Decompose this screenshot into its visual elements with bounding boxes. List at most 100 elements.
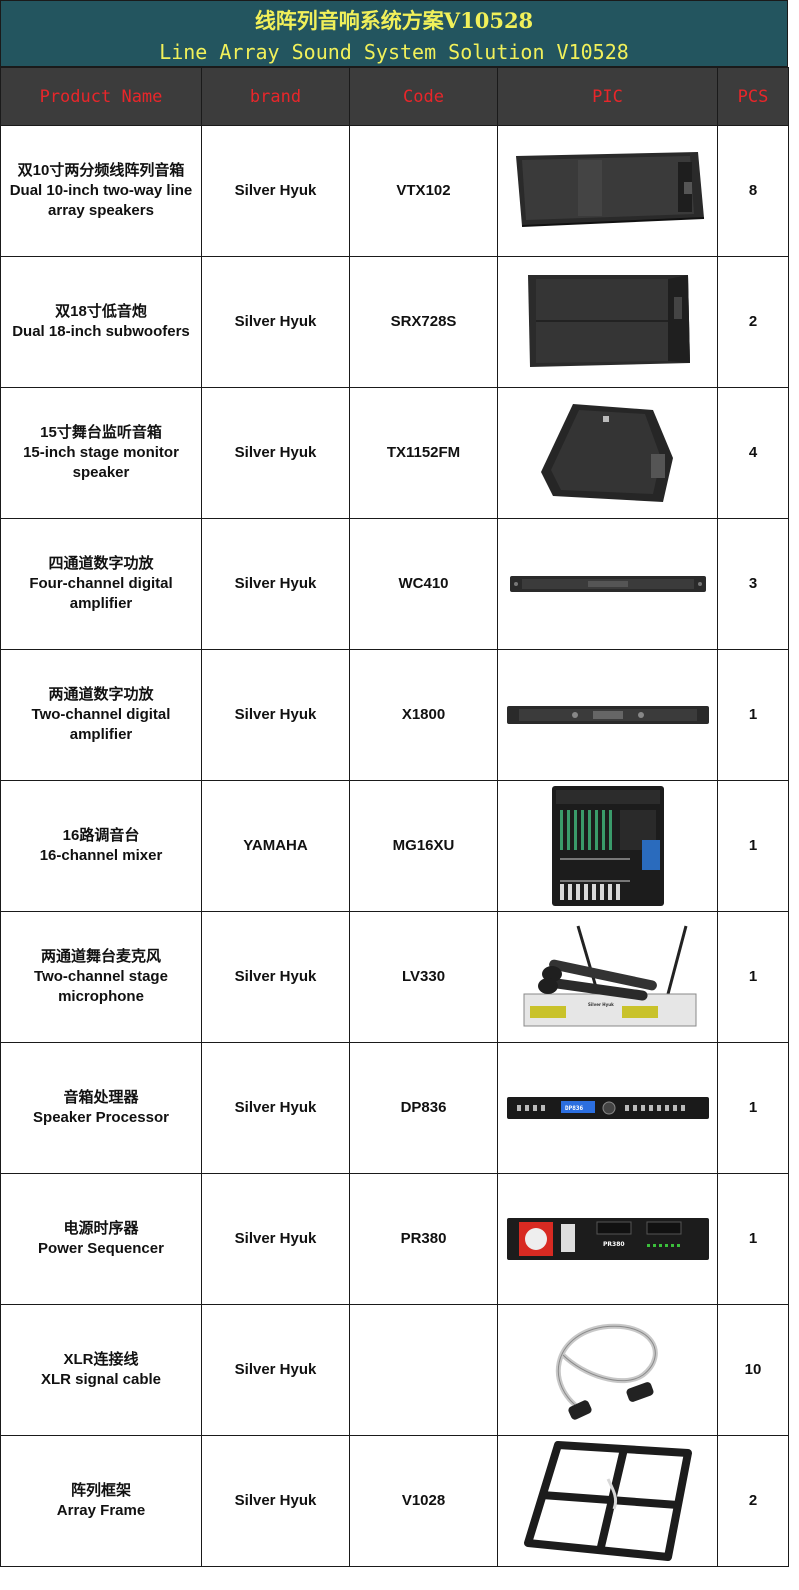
product-name-zh: 16路调音台 bbox=[62, 827, 140, 844]
product-name-zh: XLR连接线 bbox=[63, 1351, 139, 1368]
product-name-cell: 两通道数字功放 Two-channel digital amplifier bbox=[0, 649, 202, 781]
title-english: Line Array Sound System Solution V10528 bbox=[159, 40, 629, 64]
mixer-image bbox=[551, 786, 664, 906]
product-name-cell: XLR连接线 XLR signal cable bbox=[0, 1304, 202, 1436]
table-row: XLR连接线 XLR signal cable Silver Hyuk 10 bbox=[0, 1304, 789, 1436]
product-name-en: Two-channel digital amplifier bbox=[31, 706, 171, 743]
sequencer-label-text: PR380 bbox=[603, 1241, 625, 1248]
pcs-cell: 2 bbox=[717, 256, 789, 388]
product-name-en: Speaker Processor bbox=[33, 1109, 169, 1126]
product-name-en: Two-channel stage microphone bbox=[34, 968, 168, 1005]
title-chinese: 线阵列音响系统方案V10528 bbox=[254, 8, 534, 33]
header-row: Product Name brand Code PIC PCS bbox=[0, 67, 789, 126]
code-cell: TX1152FM bbox=[349, 387, 498, 519]
product-name-en: Dual 18-inch subwoofers bbox=[12, 323, 190, 340]
array-frame-image bbox=[523, 1441, 692, 1561]
brand-cell: Silver Hyuk bbox=[201, 911, 350, 1043]
code-cell: VTX102 bbox=[349, 125, 498, 257]
code-cell: DP836 bbox=[349, 1042, 498, 1174]
product-name-en: Four-channel digital amplifier bbox=[29, 575, 173, 612]
pcs-cell: 1 bbox=[717, 1042, 789, 1174]
product-name-zh: 音箱处理器 bbox=[63, 1089, 139, 1106]
product-name-zh: 两通道舞台麦克风 bbox=[40, 948, 161, 965]
pic-cell bbox=[497, 1435, 718, 1567]
brand-cell: Silver Hyuk bbox=[201, 1042, 350, 1174]
pic-cell bbox=[497, 125, 718, 257]
product-name-cell: 音箱处理器 Speaker Processor bbox=[0, 1042, 202, 1174]
amplifier-2ch-image bbox=[506, 706, 709, 724]
table-row: 双10寸两分频线阵列音箱 Dual 10-inch two-way line a… bbox=[0, 125, 789, 257]
product-name-zh: 阵列框架 bbox=[70, 1482, 131, 1499]
microphone-brand-text: Silver Hyuk bbox=[588, 1002, 614, 1007]
pcs-cell: 8 bbox=[717, 125, 789, 257]
brand-cell: Silver Hyuk bbox=[201, 1435, 350, 1567]
table-row: 两通道数字功放 Two-channel digital amplifier Si… bbox=[0, 649, 789, 781]
code-cell: LV330 bbox=[349, 911, 498, 1043]
product-name-zh: 电源时序器 bbox=[63, 1220, 139, 1237]
brand-cell: Silver Hyuk bbox=[201, 1173, 350, 1305]
brand-cell: Silver Hyuk bbox=[201, 518, 350, 650]
pic-cell bbox=[497, 256, 718, 388]
brand-cell: Silver Hyuk bbox=[201, 125, 350, 257]
code-cell: MG16XU bbox=[349, 780, 498, 912]
product-name-en: Dual 10-inch two-way line array speakers bbox=[9, 182, 193, 219]
pic-cell: Silver Hyuk bbox=[497, 911, 718, 1043]
table-row: 两通道舞台麦克风 Two-channel stage microphone Si… bbox=[0, 911, 789, 1043]
table-row: 双18寸低音炮 Dual 18-inch subwoofers Silver H… bbox=[0, 256, 789, 388]
code-cell: WC410 bbox=[349, 518, 498, 650]
product-name-cell: 四通道数字功放 Four-channel digital amplifier bbox=[0, 518, 202, 650]
table-row: 阵列框架 Array Frame Silver Hyuk V1028 2 bbox=[0, 1435, 789, 1567]
code-cell bbox=[349, 1304, 498, 1436]
col-header-product-name: Product Name bbox=[0, 67, 202, 126]
pcs-cell: 1 bbox=[717, 1173, 789, 1305]
product-name-cell: 15寸舞台监听音箱 15-inch stage monitor speaker bbox=[0, 387, 202, 519]
pic-cell bbox=[497, 649, 718, 781]
col-header-pic: PIC bbox=[497, 67, 718, 126]
amplifier-image bbox=[509, 576, 706, 592]
pcs-cell: 10 bbox=[717, 1304, 789, 1436]
line-array-speaker-image bbox=[515, 152, 704, 227]
code-cell: V1028 bbox=[349, 1435, 498, 1567]
power-sequencer-image: PR380 bbox=[506, 1218, 709, 1260]
pcs-cell: 2 bbox=[717, 1435, 789, 1567]
code-cell: SRX728S bbox=[349, 256, 498, 388]
stage-monitor-image bbox=[540, 404, 673, 502]
product-name-zh: 四通道数字功放 bbox=[48, 555, 154, 572]
product-name-zh: 双18寸低音炮 bbox=[55, 303, 147, 320]
product-name-cell: 电源时序器 Power Sequencer bbox=[0, 1173, 202, 1305]
pcs-cell: 3 bbox=[717, 518, 789, 650]
product-name-cell: 两通道舞台麦克风 Two-channel stage microphone bbox=[0, 911, 202, 1043]
product-name-zh: 两通道数字功放 bbox=[48, 686, 154, 703]
brand-cell: Silver Hyuk bbox=[201, 256, 350, 388]
product-name-en: 16-channel mixer bbox=[39, 847, 163, 864]
pic-cell: DP836 bbox=[497, 1042, 718, 1174]
table-row: 电源时序器 Power Sequencer Silver Hyuk PR380 … bbox=[0, 1173, 789, 1305]
brand-cell: YAMAHA bbox=[201, 780, 350, 912]
product-name-en: Array Frame bbox=[56, 1502, 146, 1519]
xlr-cable-image bbox=[555, 1323, 658, 1420]
pic-cell bbox=[497, 518, 718, 650]
product-name-cell: 双10寸两分频线阵列音箱 Dual 10-inch two-way line a… bbox=[0, 125, 202, 257]
pic-cell bbox=[497, 387, 718, 519]
pcs-cell: 1 bbox=[717, 911, 789, 1043]
product-name-cell: 阵列框架 Array Frame bbox=[0, 1435, 202, 1567]
code-cell: X1800 bbox=[349, 649, 498, 781]
subwoofer-image bbox=[527, 275, 690, 367]
product-name-en: XLR signal cable bbox=[40, 1371, 162, 1388]
table-row: 音箱处理器 Speaker Processor Silver Hyuk DP83… bbox=[0, 1042, 789, 1174]
product-table: Product Name brand Code PIC PCS 双10寸两分频线… bbox=[0, 67, 789, 1567]
product-name-en: 15-inch stage monitor speaker bbox=[23, 444, 179, 481]
title-banner: 线阵列音响系统方案V10528 Line Array Sound System … bbox=[0, 0, 788, 67]
col-header-brand: brand bbox=[201, 67, 350, 126]
table-row: 15寸舞台监听音箱 15-inch stage monitor speaker … bbox=[0, 387, 789, 519]
table-row: 四通道数字功放 Four-channel digital amplifier S… bbox=[0, 518, 789, 650]
processor-display-text: DP836 bbox=[565, 1105, 583, 1112]
product-name-zh: 双10寸两分频线阵列音箱 bbox=[17, 162, 185, 179]
pic-cell bbox=[497, 780, 718, 912]
col-header-code: Code bbox=[349, 67, 498, 126]
pic-cell: PR380 bbox=[497, 1173, 718, 1305]
product-name-en: Power Sequencer bbox=[38, 1240, 164, 1257]
pcs-cell: 1 bbox=[717, 780, 789, 912]
product-name-cell: 双18寸低音炮 Dual 18-inch subwoofers bbox=[0, 256, 202, 388]
brand-cell: Silver Hyuk bbox=[201, 649, 350, 781]
